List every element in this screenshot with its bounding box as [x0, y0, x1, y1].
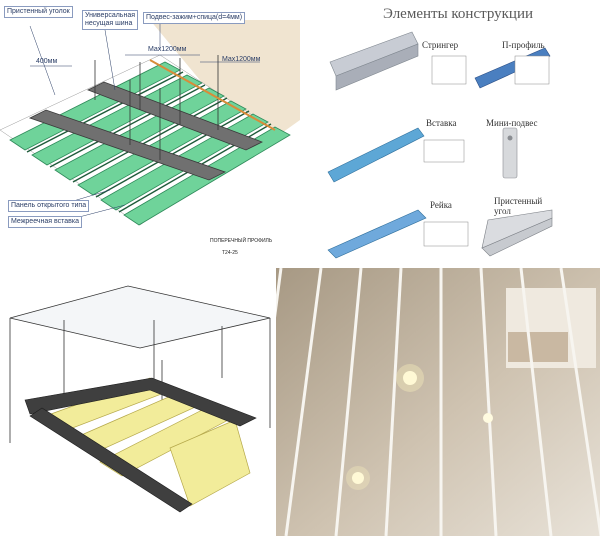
elements-title: Элементы конструкции — [382, 6, 534, 22]
label-universal-rail: Универсальная несущая шина — [82, 10, 138, 30]
label-wall-corner: Пристенный уголок — [4, 6, 73, 18]
carrier-rails-3d — [24, 377, 257, 513]
label-mini-hanger: Мини-подвес — [486, 118, 538, 128]
installation-drawing — [0, 20, 300, 226]
reflected-wall — [506, 288, 596, 368]
label-section-code: T24-25 — [222, 250, 238, 256]
mini-hanger-image — [502, 127, 518, 179]
mirror-rail-ceiling — [276, 268, 600, 536]
label-insert: Межреечная вставка — [8, 216, 82, 228]
label-dim-400: 400мм — [36, 58, 58, 65]
ceiling-lights — [346, 364, 493, 490]
wall-corner-image — [481, 209, 553, 257]
p-profile-image — [474, 47, 551, 89]
label-insert-item: Вставка — [426, 118, 457, 128]
label-rail: Рейка — [430, 200, 452, 210]
label-wall-corner-item: Пристенный угол — [494, 196, 543, 216]
room-ceiling — [9, 285, 271, 349]
insert-image — [327, 127, 465, 183]
ceiling-3d-drawing — [9, 285, 271, 513]
label-dim-max2: Max1200мм — [222, 56, 261, 63]
wall-corner-edge — [149, 59, 276, 131]
installed-ceiling-photo — [276, 268, 600, 536]
wall-surface — [150, 20, 300, 150]
ceiling-3d-illustration — [0, 268, 276, 536]
label-section-title: ПОПЕРЕЧНЫЙ ПРОФИЛЬ — [210, 238, 273, 244]
elements-drawing — [327, 31, 553, 259]
installation-diagram: Пристенный уголок Универсальная несущая … — [0, 0, 300, 268]
stringer-image — [329, 31, 467, 91]
rail-image — [327, 209, 469, 259]
label-dim-max1: Max1200мм — [148, 46, 187, 53]
construction-elements: Элементы конструкции — [300, 0, 600, 268]
label-p-profile: П-профиль — [502, 40, 545, 50]
label-hanger: Подвес-зажим+спица(d=4мм) — [143, 12, 246, 24]
chrome-rails — [276, 268, 600, 536]
dimension-lines — [30, 54, 260, 67]
label-stringer: Стрингер — [422, 40, 459, 50]
label-open-panel: Панель открытого типа — [8, 200, 90, 212]
carrier-rails — [28, 81, 263, 181]
hanger-rods — [94, 55, 219, 160]
